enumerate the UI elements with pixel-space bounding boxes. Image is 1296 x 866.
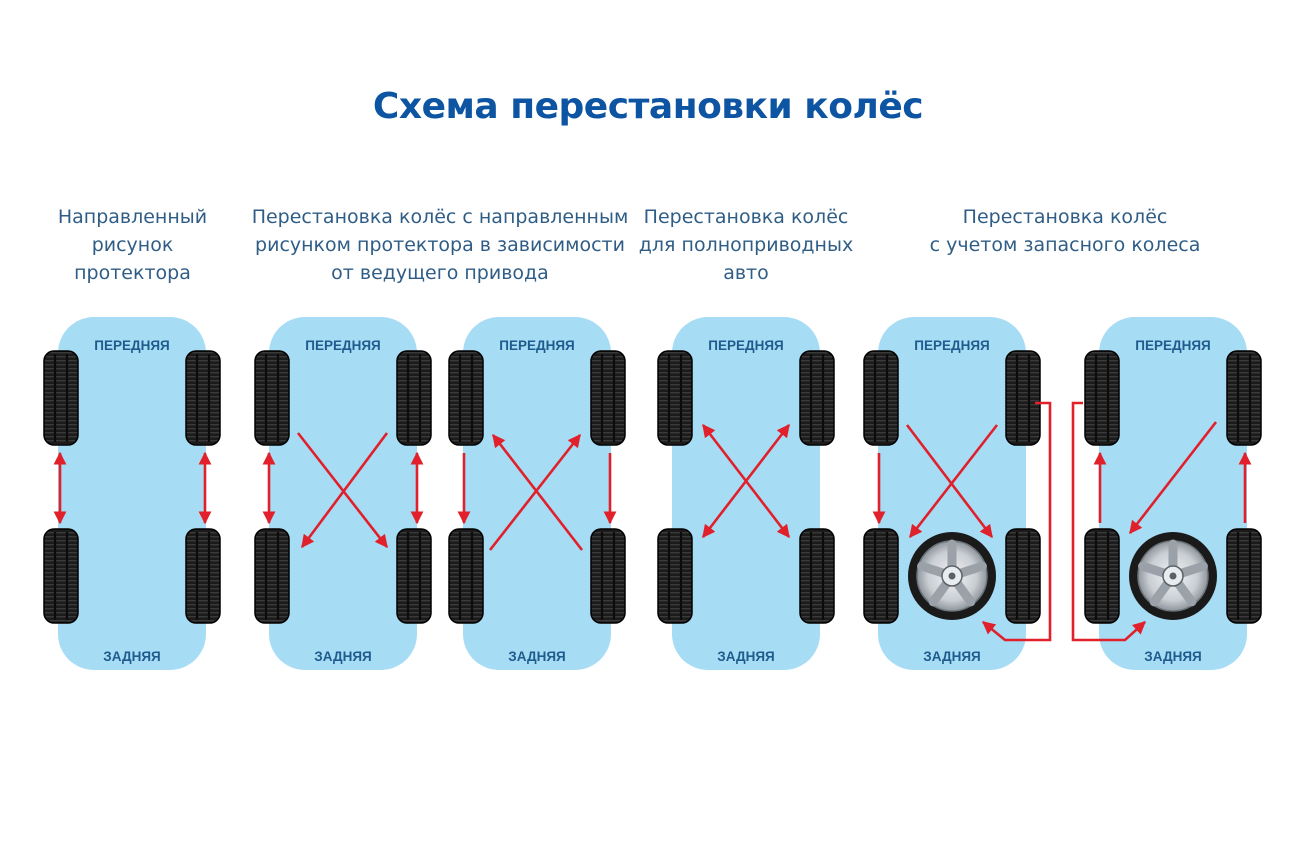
- tire-icon: [799, 350, 835, 446]
- arrow-icon: [1128, 421, 1218, 535]
- tire-icon: [799, 528, 835, 624]
- arrow-icon: [300, 432, 389, 549]
- tire-icon: [590, 350, 626, 446]
- rear-label: ЗАДНЯЯ: [923, 649, 980, 664]
- front-label: ПЕРЕДНЯЯ: [499, 338, 575, 353]
- caption-directional-tread: Направленный рисунок протектора: [57, 206, 208, 284]
- tire-icon: [1084, 350, 1120, 446]
- arrow-icon: [908, 424, 999, 539]
- tire-icon: [185, 350, 221, 446]
- front-label: ПЕРЕДНЯЯ: [94, 338, 170, 353]
- arrow-icon: [701, 423, 791, 539]
- page-title: Схема перестановки колёс: [372, 86, 924, 127]
- car-body: [58, 317, 206, 670]
- rear-label: ЗАДНЯЯ: [314, 649, 371, 664]
- arrow-icon: [1071, 401, 1146, 642]
- tire-icon: [185, 528, 221, 624]
- tire-icon: [43, 350, 79, 446]
- tire-icon: [43, 528, 79, 624]
- rear-label: ЗАДНЯЯ: [508, 649, 565, 664]
- tire-icon: [657, 528, 693, 624]
- car-directional: ПЕРЕДНЯЯ ЗАДНЯЯ: [43, 317, 221, 670]
- front-label: ПЕРЕДНЯЯ: [914, 338, 990, 353]
- tire-icon: [1226, 528, 1262, 624]
- tire-icon: [448, 350, 484, 446]
- tire-icon: [1084, 528, 1120, 624]
- front-label: ПЕРЕДНЯЯ: [1135, 338, 1211, 353]
- front-label: ПЕРЕДНЯЯ: [708, 338, 784, 353]
- tire-icon: [1005, 350, 1041, 446]
- tire-icon: [254, 350, 290, 446]
- arrow-icon: [905, 424, 994, 539]
- arrow-icon: [491, 433, 584, 551]
- spare-wheel-icon: [908, 532, 996, 620]
- rear-label: ЗАДНЯЯ: [103, 649, 160, 664]
- tire-icon: [590, 528, 626, 624]
- tire-icon: [254, 528, 290, 624]
- tire-icon: [1005, 528, 1041, 624]
- tire-icon: [863, 528, 899, 624]
- tire-icon: [396, 528, 432, 624]
- car-awd: ПЕРЕДНЯЯ ЗАДНЯЯ: [657, 317, 835, 670]
- rear-label: ЗАДНЯЯ: [1144, 649, 1201, 664]
- arrow-icon: [296, 432, 389, 549]
- caption-drive-dependent: Перестановка колёс с направленным рисунк…: [251, 206, 629, 284]
- arrow-icon: [488, 433, 582, 551]
- tire-icon: [657, 350, 693, 446]
- caption-with-spare: Перестановка колёс с учетом запасного ко…: [929, 206, 1201, 256]
- tire-icon: [863, 350, 899, 446]
- car-body: [672, 317, 820, 670]
- tire-icon: [448, 528, 484, 624]
- caption-all-wheel-drive: Перестановка колёс для полноприводных ав…: [638, 206, 854, 284]
- rear-label: ЗАДНЯЯ: [717, 649, 774, 664]
- tire-icon: [396, 350, 432, 446]
- tire-icon: [1226, 350, 1262, 446]
- spare-wheel-icon: [1129, 532, 1217, 620]
- car-spare-1: ПЕРЕДНЯЯ ЗАДНЯЯ: [863, 317, 1041, 670]
- front-label: ПЕРЕДНЯЯ: [305, 338, 381, 353]
- car-spare-2: ПЕРЕДНЯЯ ЗАДНЯЯ: [1084, 317, 1262, 670]
- arrow-icon: [981, 401, 1052, 642]
